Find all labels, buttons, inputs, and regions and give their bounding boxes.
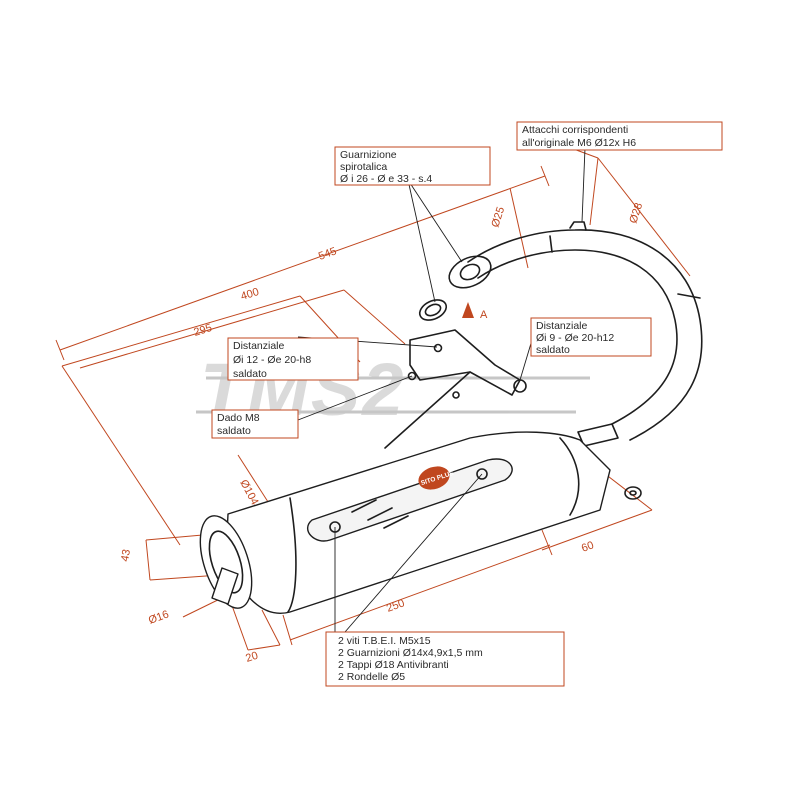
lower-clamp <box>577 423 619 447</box>
header-pipe-outer <box>467 229 703 441</box>
support-bracket <box>409 329 521 396</box>
dim-line-400 <box>79 289 345 369</box>
label-guarnizione-line2: spirotalica <box>340 161 387 173</box>
bracket-strut <box>384 371 471 449</box>
label-kit-line2: 2 Guarnizioni Ø14x4,9x1,5 mm <box>338 647 483 659</box>
label-box-distanziale-left <box>227 337 359 381</box>
dim-545-text: 545 <box>317 245 338 263</box>
dim-line-545 <box>59 175 546 351</box>
dim-d16-text: Ø16 <box>147 608 171 626</box>
dim-line-60 <box>541 509 653 551</box>
brand-badge <box>418 466 450 490</box>
muffler-body <box>225 431 611 614</box>
label-kit-line1: 2 viti T.B.E.I. M5x15 <box>338 635 431 647</box>
dim-leader-attacchi-2 <box>589 157 599 226</box>
tail-pipe <box>211 567 239 605</box>
section-arrow <box>462 302 474 318</box>
label-kit-line4: 2 Rondelle Ø5 <box>338 671 405 683</box>
bracket-spacer <box>513 379 527 393</box>
label-distanziale-right-line3: saldato <box>536 344 570 356</box>
dim-d25-text: Ø25 <box>489 205 507 228</box>
dimension-values: 545 400 295 Ø25 Ø28 Ø104 43 Ø16 20 250 6… <box>119 201 645 664</box>
dim-295-text: 295 <box>192 322 213 339</box>
bracket-nut <box>452 391 460 399</box>
muffler-end-cap <box>199 515 253 609</box>
label-distanziale-right-line2: Øi 9 - Øe 20-h12 <box>536 332 614 344</box>
label-guarnizione-line3: Ø i 26 - Ø e 33 - s.4 <box>340 173 432 185</box>
label-box-kit <box>325 631 565 687</box>
leader-guarnizione-1 <box>407 179 436 303</box>
label-distanziale-right: Distanziale Øi 9 - Øe 20-h12 saldato <box>530 317 652 357</box>
leader-kit <box>334 473 483 633</box>
pipe-mount-lug <box>569 221 587 231</box>
leader-dado <box>297 375 413 421</box>
label-distanziale-left-line3: saldato <box>233 368 267 380</box>
label-dado: Dado M8 saldato <box>211 409 299 439</box>
pipe-joints <box>549 235 701 299</box>
rubber-spacer-hole <box>629 490 637 496</box>
dim-250-text: 250 <box>385 597 406 615</box>
label-box-dado <box>211 409 299 439</box>
body-seam <box>287 497 297 613</box>
dim-400-text: 400 <box>239 286 260 303</box>
label-attacchi: Attacchi corrispondenti all'originale M6… <box>516 121 723 151</box>
dim-d104-text: Ø104 <box>237 478 260 507</box>
rubber-spacer <box>624 486 642 500</box>
dim-ticks-545 <box>55 165 550 361</box>
label-guarnizione: Guarnizione spirotalica Ø i 26 - Ø e 33 … <box>334 146 491 186</box>
label-box-guarnizione <box>334 146 491 186</box>
inlet-flange-hole <box>459 263 481 281</box>
dim-ticks-250 <box>282 529 553 646</box>
dim-line-d104 <box>237 454 271 506</box>
dim-20-text: 20 <box>244 650 259 665</box>
section-marker-text: A <box>480 309 488 321</box>
spiral-gasket <box>418 299 448 321</box>
end-cap-ring <box>208 530 244 594</box>
cone-seam <box>559 437 580 516</box>
label-kit-line3: 2 Tappi Ø18 Antivibranti <box>338 659 449 671</box>
label-distanziale-left: Distanziale Øi 12 - Øe 20-h8 saldato <box>227 337 359 381</box>
heat-shield-slots <box>351 499 409 529</box>
label-box-distanziale-right <box>530 317 652 357</box>
header-pipe-inner <box>477 249 678 425</box>
label-kit: 2 viti T.B.E.I. M5x15 2 Guarnizioni Ø14x… <box>325 631 565 687</box>
dim-line-20 <box>229 599 281 651</box>
label-distanziale-left-line1: Distanziale <box>233 340 285 352</box>
spiral-gasket-inner <box>424 303 442 317</box>
leader-guarnizione-2 <box>407 179 463 263</box>
label-guarnizione-line1: Guarnizione <box>340 149 397 161</box>
dim-line-295 <box>61 295 301 367</box>
heat-shield <box>306 458 513 542</box>
exhaust-drawing: SITO PLUS <box>199 221 703 614</box>
bracket-hole-1 <box>433 343 443 353</box>
dim-line-d25 <box>509 187 529 269</box>
dim-line-250 <box>289 544 551 641</box>
dim-60-text: 60 <box>580 539 596 554</box>
dim-d28-text: Ø28 <box>627 201 645 224</box>
label-box-attacchi <box>516 121 723 151</box>
label-distanziale-left-line2: Øi 12 - Øe 20-h8 <box>233 354 311 366</box>
label-attacchi-line1: Attacchi corrispondenti <box>522 124 628 136</box>
label-distanziale-right-line1: Distanziale <box>536 320 588 332</box>
leader-attacchi <box>581 147 586 223</box>
dimension-lines <box>55 129 691 651</box>
dim-43-text: 43 <box>119 548 133 562</box>
bracket-hole-2 <box>407 371 417 381</box>
label-attacchi-line2: all'originale M6 Ø12x H6 <box>522 137 636 149</box>
label-dado-line2: saldato <box>217 425 251 437</box>
dim-line-d28 <box>597 157 691 277</box>
dim-ext-left <box>61 365 181 546</box>
shield-screw-2 <box>476 468 488 480</box>
label-dado-line1: Dado M8 <box>217 412 260 424</box>
inlet-flange <box>448 255 492 289</box>
